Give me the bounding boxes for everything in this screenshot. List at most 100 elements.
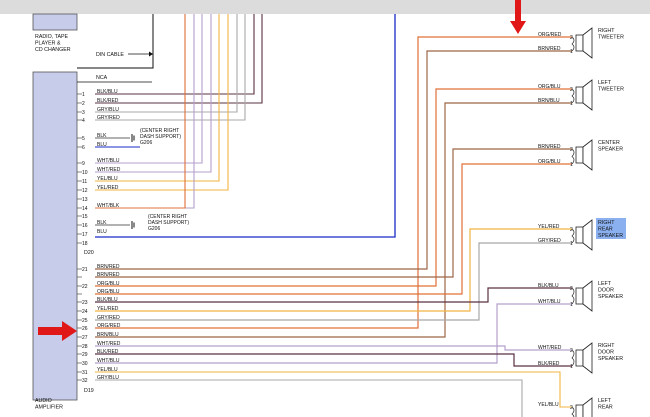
speaker-coil bbox=[571, 349, 575, 367]
harness-wire bbox=[95, 14, 220, 182]
harness-wire bbox=[95, 14, 203, 164]
pin-number: 4 bbox=[82, 118, 85, 124]
grey-blue-wire bbox=[95, 379, 523, 417]
pin-wire-label: WHT/RED bbox=[97, 341, 121, 347]
speaker-wire-label: YEL/RED bbox=[538, 224, 560, 230]
speaker-terminal-1: 1 bbox=[570, 241, 573, 247]
speaker-terminal-2: 2 bbox=[570, 286, 573, 292]
speaker-label: LEFT bbox=[598, 398, 612, 404]
speaker-label: LEFT bbox=[598, 281, 612, 287]
harness-wire bbox=[95, 14, 246, 121]
pin-number: 5 bbox=[82, 136, 85, 142]
pin-wire-label: YEL/BLU bbox=[97, 176, 118, 182]
speaker-wire-label: BLK/RED bbox=[538, 361, 560, 367]
speaker-wire bbox=[95, 353, 572, 367]
speaker-cone bbox=[582, 139, 593, 171]
red-arrow-top bbox=[515, 0, 521, 22]
pin-number: 12 bbox=[82, 188, 88, 194]
ground-label: DASH SUPPORT) bbox=[140, 134, 181, 140]
harness-wire bbox=[95, 14, 212, 173]
pin-wire-label: BLK/BLU bbox=[97, 89, 118, 95]
pin-number: 3 bbox=[82, 110, 85, 116]
speaker-terminal-1: 1 bbox=[570, 49, 573, 55]
speaker-cone bbox=[582, 280, 593, 312]
speaker-coil bbox=[571, 148, 575, 165]
pin-number: 25 bbox=[82, 318, 88, 324]
speaker-wire-label: WHT/BLU bbox=[538, 299, 561, 305]
speaker-label: RIGHT bbox=[598, 220, 615, 226]
pin-wire-label: ORG/BLU bbox=[97, 289, 120, 295]
ground-label: (CENTER RIGHT bbox=[140, 128, 179, 134]
pin-number: 21 bbox=[82, 267, 88, 273]
boxes-layer bbox=[32, 0, 626, 417]
speaker-label: LEFT bbox=[598, 80, 612, 86]
speaker-wire bbox=[95, 50, 572, 270]
speaker-label: DOOR bbox=[598, 350, 614, 356]
speaker-label: RIGHT bbox=[598, 343, 615, 349]
pin-wire-label: YEL/RED bbox=[97, 185, 119, 191]
speaker-wire-label: BRN/RED bbox=[538, 46, 561, 52]
speaker-cone bbox=[582, 79, 593, 111]
speaker-terminal-1: 1 bbox=[570, 162, 573, 168]
speaker-icon bbox=[575, 226, 584, 244]
speaker-label: SPEAKER bbox=[598, 147, 623, 153]
speaker-wire bbox=[95, 163, 572, 295]
pin-wire-label: WHT/BLK bbox=[97, 203, 120, 209]
pin-number: 23 bbox=[82, 300, 88, 306]
red-arrow-top-head bbox=[510, 21, 526, 34]
speaker-terminal-2: 2 bbox=[570, 35, 573, 41]
audio-amplifier-box bbox=[32, 71, 78, 401]
wires-layer bbox=[77, 14, 572, 417]
speaker-terminal-2: 2 bbox=[570, 348, 573, 354]
pin-number: 18 bbox=[82, 241, 88, 247]
pin-wire-label: BRN/BLU bbox=[97, 332, 119, 338]
speaker-terminal-1: 1 bbox=[570, 364, 573, 370]
radio-unit-top bbox=[32, 13, 78, 31]
speaker-icon bbox=[575, 349, 584, 367]
din-cable-arrowhead bbox=[149, 51, 153, 57]
ground-label: G206 bbox=[148, 226, 160, 232]
speaker-label: REAR bbox=[598, 227, 613, 233]
pin-wire-label: BLK/RED bbox=[97, 98, 119, 104]
speaker-wire bbox=[95, 228, 572, 312]
pin-number: 32 bbox=[82, 378, 88, 384]
pin-number: 28 bbox=[82, 344, 88, 350]
pin-wire-label: BLK bbox=[97, 220, 107, 226]
pin-wire-label: WHT/BLU bbox=[97, 158, 120, 164]
ground-label: DASH SUPPORT) bbox=[148, 220, 189, 226]
harness-wire bbox=[95, 14, 263, 104]
label-highlight bbox=[596, 218, 626, 239]
speaker-wire bbox=[95, 102, 572, 338]
harness-wire bbox=[95, 14, 255, 95]
ground-label: (CENTER RIGHT bbox=[148, 214, 187, 220]
speaker-wire-label: ORG/RED bbox=[538, 32, 562, 38]
speaker-wire-label: BRN/BLU bbox=[538, 98, 560, 104]
speaker-coil bbox=[571, 406, 575, 417]
speaker-wire bbox=[95, 36, 572, 329]
pin-number: 10 bbox=[82, 170, 88, 176]
speaker-icon bbox=[575, 287, 584, 305]
speaker-wire bbox=[95, 88, 572, 287]
speaker-wire bbox=[95, 148, 572, 278]
speaker-wire-label: BRN/RED bbox=[538, 144, 561, 150]
pin-wire-label: BLU bbox=[97, 142, 107, 148]
pin-wire-label: WHT/BLU bbox=[97, 358, 120, 364]
pin-number: 1 bbox=[82, 92, 85, 98]
pin-number: 27 bbox=[82, 335, 88, 341]
pin-wire-label: BRN/RED bbox=[97, 264, 120, 270]
pin-number: 6 bbox=[82, 145, 85, 151]
pin-number: 30 bbox=[82, 361, 88, 367]
speaker-label: RIGHT bbox=[598, 28, 615, 34]
amplifier-label: AMPLIFIER bbox=[35, 405, 63, 411]
pin-wire-label: BLU bbox=[97, 229, 107, 235]
pin-wire-label: YEL/RED bbox=[97, 306, 119, 312]
speaker-wire bbox=[95, 287, 572, 303]
speaker-coil bbox=[571, 287, 575, 305]
pin-number: 29 bbox=[82, 352, 88, 358]
speaker-label: SPEAKER bbox=[598, 294, 623, 300]
pin-wire-label: ORG/BLU bbox=[97, 281, 120, 287]
top-bar bbox=[0, 0, 650, 14]
speaker-cone bbox=[582, 342, 593, 374]
speaker-icon bbox=[575, 404, 584, 417]
nca-label: NCA bbox=[96, 75, 108, 81]
